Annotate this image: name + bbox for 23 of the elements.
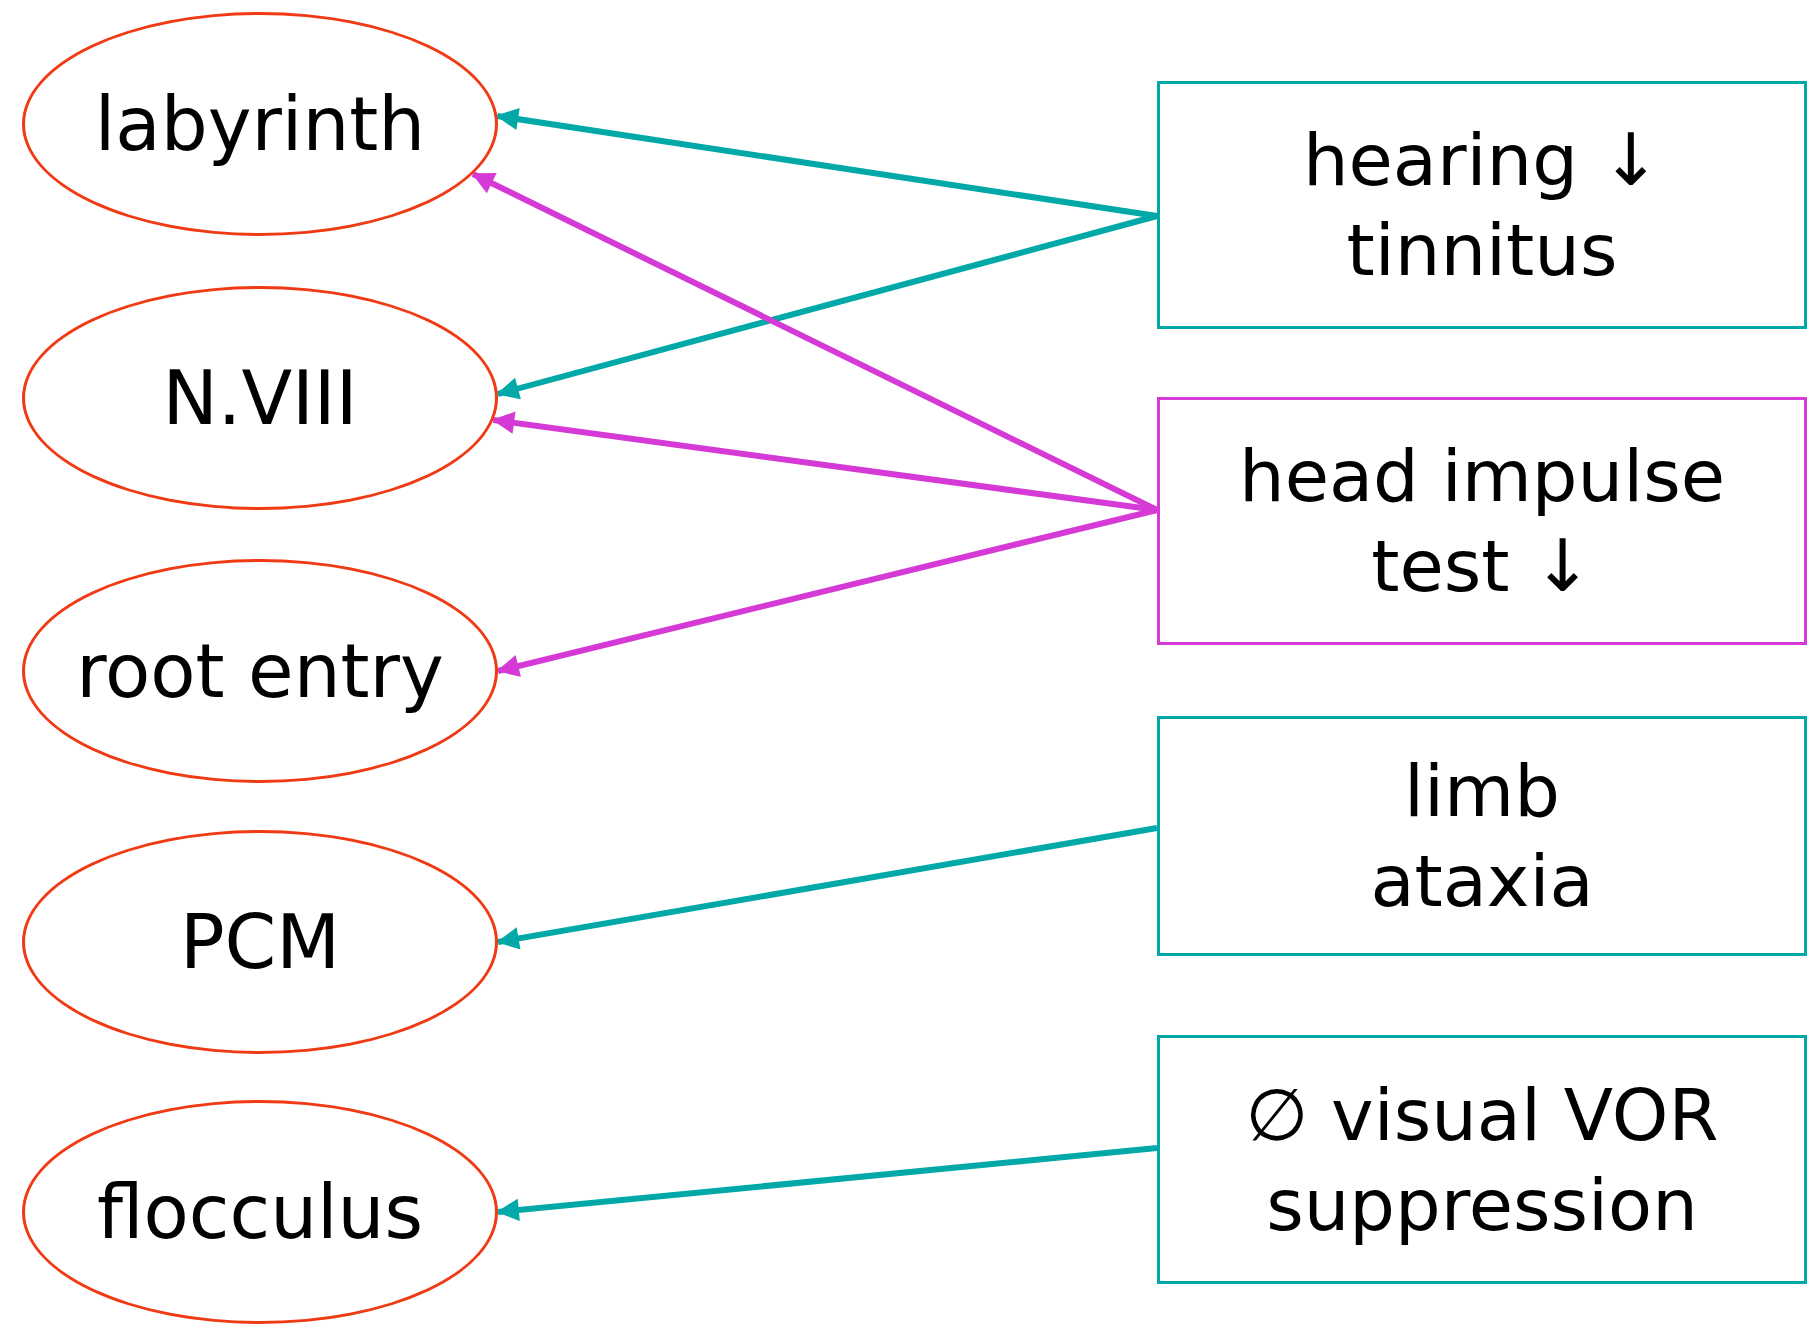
- ellipse-node: [22, 286, 498, 510]
- arrow: [496, 213, 1158, 400]
- node-label: flocculus: [96, 1167, 424, 1257]
- symptom-box: [1157, 716, 1807, 956]
- symptom-box: [1157, 81, 1807, 329]
- node-label: hearing ↓: [1302, 117, 1662, 204]
- node-label: PCM: [179, 897, 341, 987]
- node-label: root entry: [76, 626, 444, 716]
- arrow: [496, 825, 1158, 950]
- node-label: labyrinth: [94, 79, 426, 169]
- ellipse-node: [22, 12, 498, 236]
- ellipse-node: [22, 559, 498, 783]
- ellipse-node: [22, 830, 498, 1054]
- node-label: ∅ visual VOR suppression: [1244, 1071, 1720, 1249]
- node-label: N.VIII: [162, 353, 358, 443]
- node-label: head impulse test ↓: [1238, 433, 1726, 610]
- ellipse-node: [22, 1100, 498, 1324]
- node-label: limb ataxia: [1369, 748, 1595, 925]
- arrow: [496, 1145, 1158, 1222]
- symptom-box: [1157, 397, 1807, 645]
- arrow: [495, 107, 1158, 219]
- node-label: tinnitus: [1346, 207, 1618, 294]
- symptom-box: [1157, 1035, 1807, 1284]
